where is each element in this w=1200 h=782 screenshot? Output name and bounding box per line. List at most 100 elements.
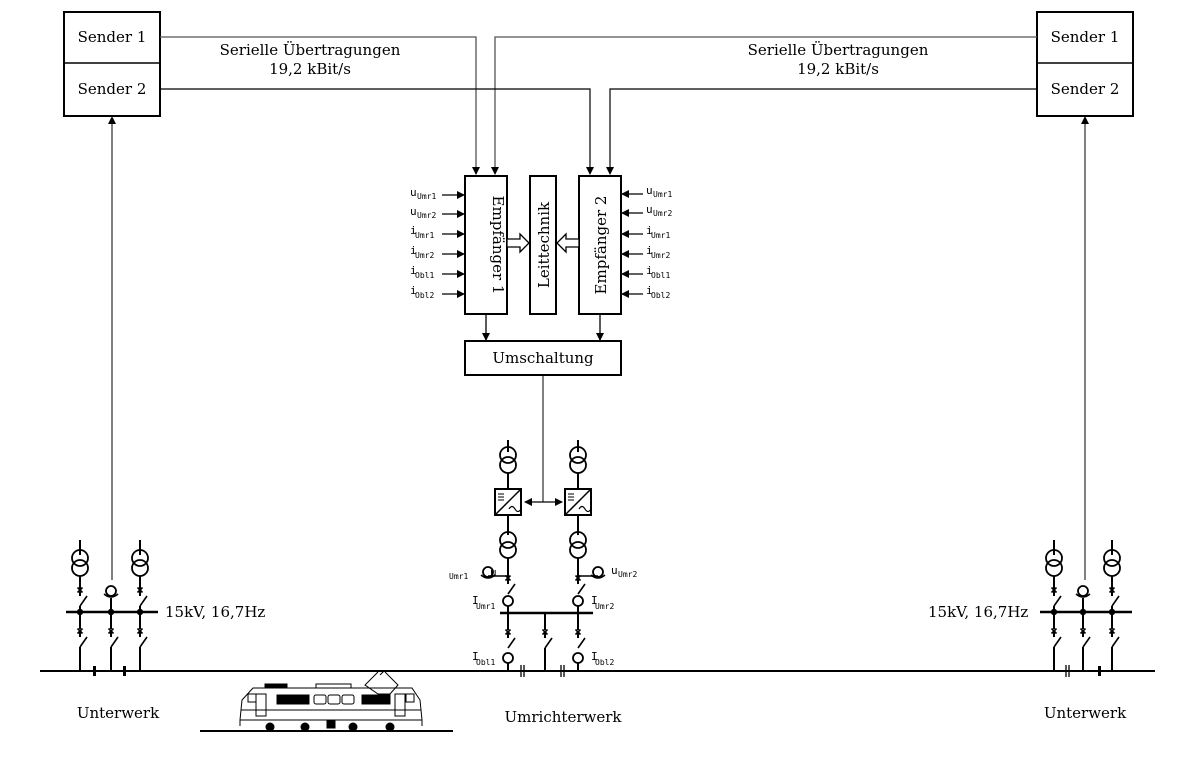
left-voltage-label: 15kV, 16,7Hz — [165, 603, 265, 621]
frequency-converter-icon — [564, 488, 592, 516]
transformer-icon — [569, 531, 587, 559]
right-substation-name: Unterwerk — [1044, 704, 1127, 722]
transformer-icon — [499, 531, 517, 559]
line-left-sender1-to-receiver1 — [160, 36, 480, 175]
right-voltage-label: 15kV, 16,7Hz — [928, 603, 1028, 621]
right-sender-1-label: Sender 1 — [1051, 28, 1120, 46]
right-sender-box: Sender 1 Sender 2 — [1036, 11, 1134, 117]
left-sender-box: Sender 1 Sender 2 — [63, 11, 161, 117]
serial-lines — [160, 36, 1037, 175]
section-insulators — [93, 665, 1101, 677]
current-transformer-icon — [572, 595, 584, 607]
left-sender-1-label: Sender 1 — [78, 28, 147, 46]
svg-text:i: i — [410, 224, 417, 237]
left-sender-2-label: Sender 2 — [78, 80, 147, 98]
data-arrow-receiver1-to-control — [506, 232, 530, 254]
current-transformer-icon — [572, 652, 584, 664]
svg-text:Obl1: Obl1 — [415, 271, 434, 280]
svg-text:i: i — [410, 264, 417, 277]
receiver-1-label: Empfänger 1 — [489, 196, 507, 295]
conv-io1-sym: I — [472, 650, 479, 663]
circuit-breaker-icon — [1108, 586, 1120, 607]
current-transformer-icon — [502, 595, 514, 607]
left-transmission-label-2: 19,2 kBit/s — [269, 60, 351, 78]
left-substation-name: Unterwerk — [77, 704, 160, 722]
circuit-breaker-icon — [136, 627, 148, 648]
converter-station — [480, 440, 606, 671]
right-sender-2-label: Sender 2 — [1051, 80, 1120, 98]
switchover-to-converters — [524, 375, 563, 506]
svg-text:Obl1: Obl1 — [651, 271, 670, 280]
circuit-breaker-icon — [541, 628, 553, 649]
conv-u1-sym: u — [490, 566, 497, 579]
circuit-breaker-icon — [76, 586, 88, 607]
left-substation — [66, 540, 158, 671]
circuit-breaker-icon — [76, 627, 88, 648]
svg-text:i: i — [410, 284, 417, 297]
circuit-breaker-icon — [107, 627, 119, 648]
voltage-transformer-icon — [103, 585, 119, 598]
circuit-breaker-icon — [574, 574, 586, 595]
switchover-label: Umschaltung — [492, 349, 594, 367]
control-system-box: Leittechnik — [529, 175, 557, 315]
conv-u2-sub: Umr2 — [618, 570, 637, 579]
locomotive-icon — [200, 670, 453, 732]
converter-station-name: Umrichterwerk — [505, 708, 623, 726]
conv-i1-sub: Umr1 — [476, 602, 495, 611]
right-transmission-label-1: Serielle Übertragungen — [748, 41, 929, 59]
svg-text:u: u — [646, 203, 653, 216]
svg-text:i: i — [646, 224, 653, 237]
svg-text:Obl2: Obl2 — [651, 291, 670, 300]
svg-text:i: i — [646, 284, 653, 297]
conv-u2-sym: u — [611, 564, 618, 577]
svg-text:Umr1: Umr1 — [653, 190, 672, 199]
current-transformer-icon — [502, 652, 514, 664]
svg-text:Umr2: Umr2 — [653, 209, 672, 218]
control-system-label: Leittechnik — [535, 201, 553, 288]
svg-text:Umr2: Umr2 — [417, 211, 436, 220]
svg-text:i: i — [410, 244, 417, 257]
receiver-2-box: Empfänger 2 — [578, 175, 622, 315]
svg-text:Umr2: Umr2 — [651, 251, 670, 260]
svg-text:Umr1: Umr1 — [415, 231, 434, 240]
circuit-breaker-icon — [1050, 627, 1062, 648]
svg-text:u: u — [410, 205, 417, 218]
frequency-converter-icon — [494, 488, 522, 516]
circuit-breaker-icon — [504, 574, 516, 595]
svg-text:Umr1: Umr1 — [651, 231, 670, 240]
svg-text:u: u — [410, 186, 417, 199]
conv-io2-sub: Obl2 — [595, 658, 614, 667]
receiver-1-box: Empfänger 1 — [464, 175, 508, 315]
conv-u1-sub: Umr1 — [449, 572, 468, 581]
svg-text:Umr2: Umr2 — [415, 251, 434, 260]
svg-text:i: i — [646, 264, 653, 277]
svg-text:u: u — [646, 184, 653, 197]
conv-i1-sym: I — [472, 594, 479, 607]
circuit-breaker-icon — [1079, 627, 1091, 648]
conv-i2-sym: I — [591, 594, 598, 607]
line-left-sender2-to-receiver2 — [160, 88, 594, 175]
left-transmission-label-1: Serielle Übertragungen — [220, 41, 401, 59]
data-arrow-receiver2-to-control — [556, 232, 580, 254]
svg-text:Umr1: Umr1 — [417, 192, 436, 201]
line-right-sender2-to-receiver2 — [606, 88, 1037, 175]
line-right-sender1-to-receiver1 — [491, 36, 1037, 175]
right-transmission-label-2: 19,2 kBit/s — [797, 60, 879, 78]
circuit-breaker-icon — [1050, 586, 1062, 607]
switchover-box: Umschaltung — [464, 340, 622, 376]
conv-io1-sub: Obl1 — [476, 658, 495, 667]
